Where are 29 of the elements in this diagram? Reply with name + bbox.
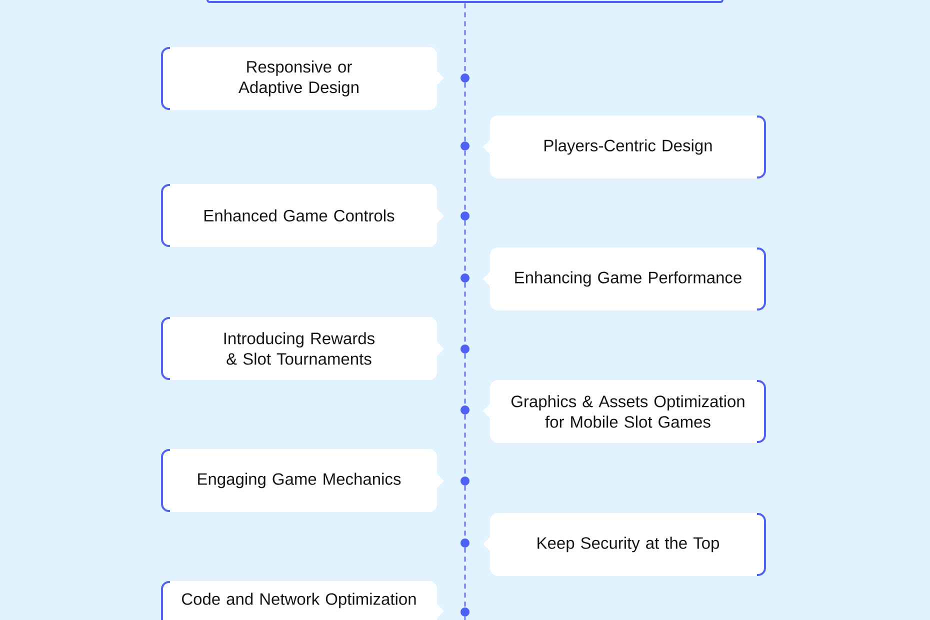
- timeline-dot: [460, 273, 470, 282]
- header-box: [207, 0, 723, 3]
- callout-box: Players-Centric Design: [483, 116, 766, 178]
- timeline-dot: [460, 141, 470, 150]
- timeline-dot: [460, 211, 470, 220]
- callout-box: Engaging Game Mechanics: [161, 448, 444, 512]
- callout-box: Introducing Rewards & Slot Tournaments: [161, 316, 444, 380]
- callout-box: Keep Security at the Top: [483, 512, 766, 576]
- dashed-line: [464, 486, 466, 538]
- callout-box: Graphics & Assets Optimization for Mobile Slot Games: [483, 380, 766, 443]
- dashed-line: [464, 616, 466, 620]
- timeline-dot: [460, 607, 470, 616]
- timeline-dot: [460, 476, 470, 486]
- callout-box: Code and Network Optimization: [161, 580, 444, 620]
- dashed-line: [464, 354, 466, 406]
- callout-box: Enhancing Game Performance: [483, 247, 766, 310]
- timeline-dot: [460, 74, 470, 82]
- dashed-line: [464, 3, 466, 74]
- dashed-line: [464, 220, 466, 274]
- dashed-line: [464, 548, 466, 608]
- dashed-line: [464, 150, 466, 212]
- dashed-line: [464, 282, 466, 344]
- dashed-line: [464, 82, 466, 142]
- dashed-line: [464, 414, 466, 476]
- callout-box: Enhanced Game Controls: [161, 184, 444, 247]
- timeline-dot: [460, 406, 470, 414]
- callout-box: Responsive or Adaptive Design: [161, 46, 444, 110]
- timeline-dot: [460, 538, 470, 548]
- timeline-dot: [460, 344, 470, 354]
